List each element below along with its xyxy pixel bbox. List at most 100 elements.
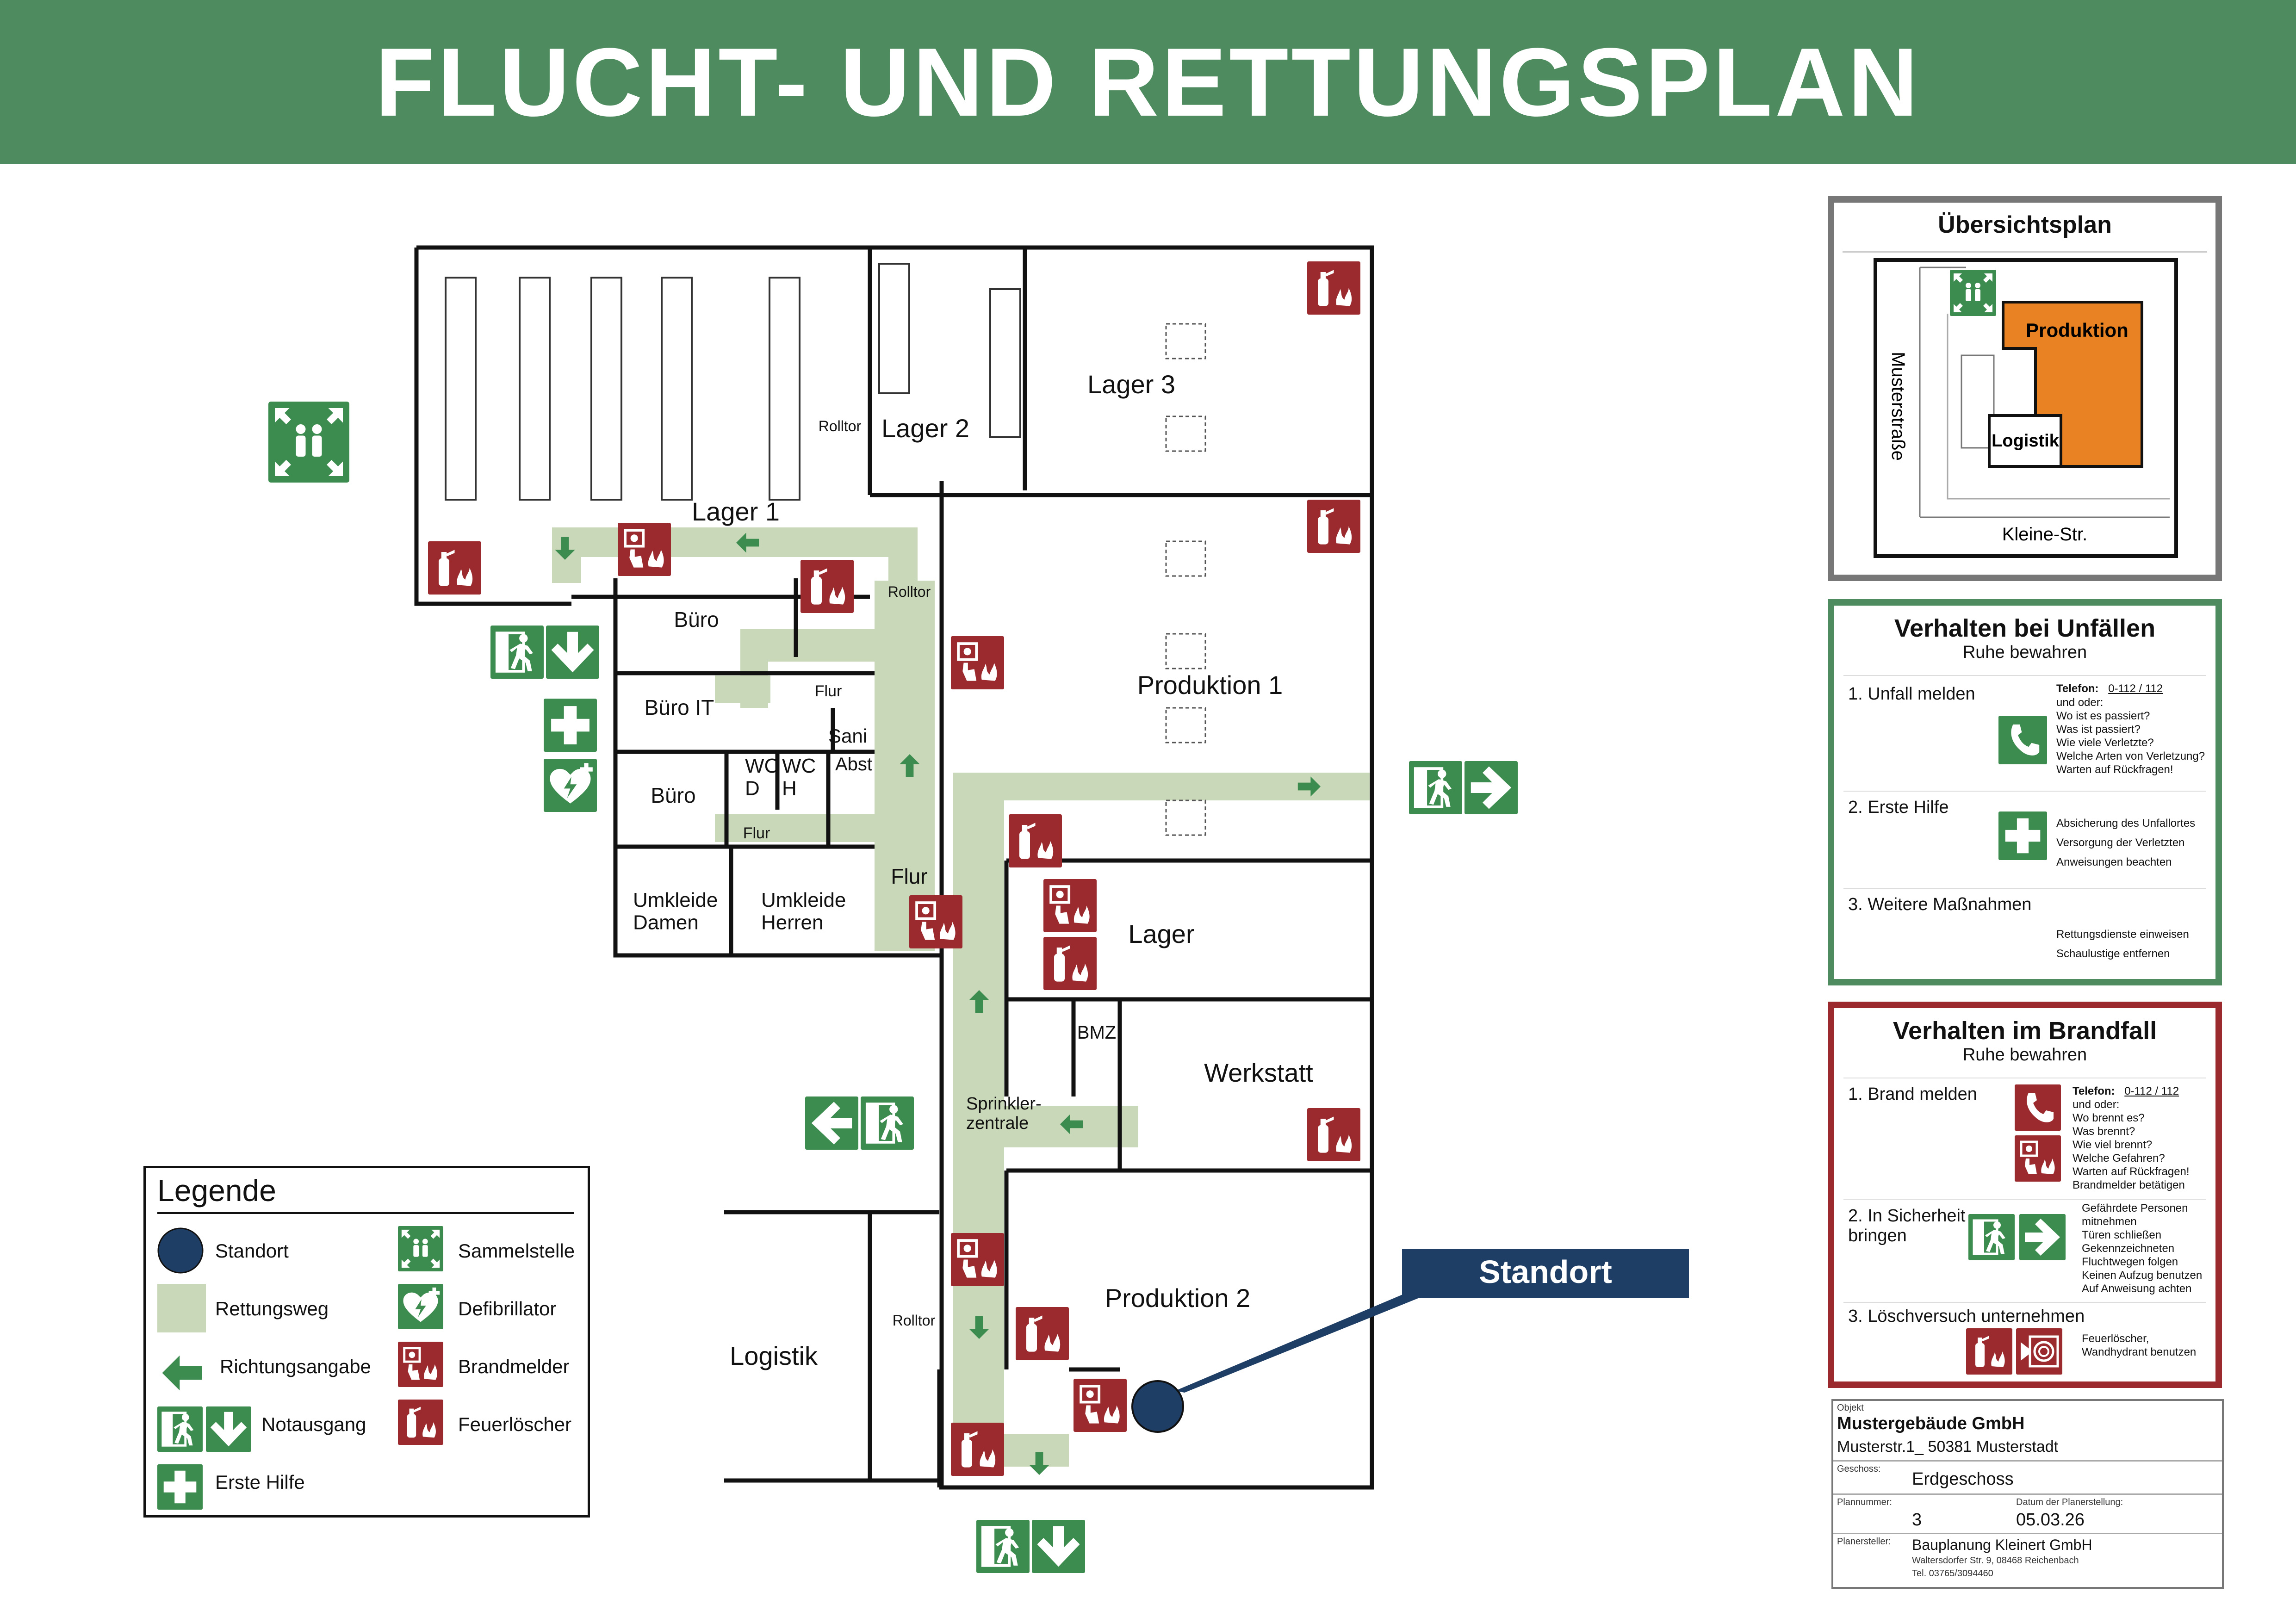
overview-street-vertical: Musterstraße — [1888, 352, 1908, 461]
detail-line: und oder: — [2073, 1098, 2120, 1111]
fire-phone: 0-112 / 112 — [2124, 1085, 2179, 1097]
title-banner: FLUCHT- UND RETTUNGSPLAN — [0, 0, 2296, 164]
legend-direction-icon — [162, 1355, 202, 1391]
detail-line: Wandhydrant benutzen — [2082, 1346, 2197, 1358]
tb-planersteller-address: Waltersdorfer Str. 9, 08468 Reichenbach — [1912, 1555, 2079, 1566]
overview-street-horizontal: Kleine-Str. — [2002, 524, 2088, 545]
alarm-icon — [909, 895, 962, 948]
detail-line: Auf Anweisung achten — [2082, 1282, 2192, 1295]
legend-assembly-icon — [398, 1226, 443, 1271]
emergency-exit-icon — [976, 1520, 1030, 1573]
extinguisher-icon — [1016, 1307, 1069, 1360]
legend-title: Legende — [157, 1173, 276, 1208]
detail-line: Wie viele Verletzte? — [2056, 737, 2154, 749]
fire-step1-details: und oder:Wo brennt es?Was brennt?Wie vie… — [2073, 1098, 2190, 1192]
room-label-rolltor1: Rolltor — [819, 418, 862, 434]
room-label-logistik: Logistik — [730, 1341, 818, 1370]
overview-assembly-icon — [1950, 270, 1996, 316]
emergency-exit-icon — [1968, 1214, 2015, 1260]
phone-icon — [2015, 1084, 2061, 1131]
tb-planersteller: Bauplanung Kleinert GmbH — [1912, 1536, 2092, 1553]
accident-phone-label: Telefon: — [2056, 682, 2099, 695]
phone-icon — [1998, 716, 2047, 764]
detail-line: Türen schließen — [2082, 1229, 2162, 1241]
legend-arrow-down-icon — [206, 1406, 251, 1452]
overview-map: Produktion Logistik Musterstraße Kleine-… — [1874, 258, 2178, 558]
alarm-icon — [951, 1233, 1004, 1286]
defibrillator-icon — [544, 759, 597, 812]
room-label-abst: Abst — [835, 754, 872, 774]
room-label-flur-small1: Flur — [815, 682, 842, 700]
detail-line: und oder: — [2056, 696, 2104, 709]
detail-line: Wo brennt es? — [2073, 1112, 2145, 1124]
extinguisher-icon — [1307, 1108, 1360, 1161]
fire-subtitle: Ruhe bewahren — [1962, 1045, 2087, 1065]
room-label-lager: Lager — [1128, 919, 1194, 948]
tb-plannummer: 3 — [1912, 1510, 1922, 1530]
alarm-icon — [951, 636, 1004, 689]
accident-step3: 3. Weitere Maßnahmen — [1848, 895, 2032, 914]
alarm-icon — [1074, 1379, 1127, 1432]
detail-line: Gefährdete Personen — [2082, 1202, 2188, 1214]
room-label-flur-small2: Flur — [743, 824, 770, 842]
room-label-buero-it: Büro IT — [645, 695, 714, 719]
legend-panel: Legende Standort Rettungsweg Richtungsan… — [143, 1166, 590, 1518]
tb-objekt-label: Objekt — [1837, 1403, 1864, 1413]
arrow-right-icon — [1464, 761, 1518, 814]
tb-planersteller-label: Planersteller: — [1837, 1536, 1891, 1547]
tb-company: Mustergebäude GmbH — [1837, 1414, 2025, 1433]
legend-label-route: Rettungsweg — [215, 1298, 329, 1319]
accident-step1: 1. Unfall melden — [1848, 684, 1975, 704]
legend-label-assembly: Sammelstelle — [458, 1240, 575, 1262]
arrow-down-icon — [1032, 1520, 1085, 1573]
fire-step3-details: Feuerlöscher,Wandhydrant benutzen — [2082, 1332, 2196, 1359]
room-label-produktion2: Produktion 2 — [1105, 1283, 1250, 1313]
legend-label-first-aid: Erste Hilfe — [215, 1471, 305, 1493]
tb-geschoss-label: Geschoss: — [1837, 1464, 1881, 1474]
detail-line: Schaulustige entfernen — [2056, 948, 2170, 960]
detail-line: Fluchtwegen folgen — [2082, 1256, 2178, 1268]
room-label-bmz: BMZ — [1077, 1022, 1116, 1043]
legend-extinguisher-icon — [398, 1400, 443, 1445]
extinguisher-icon — [1307, 261, 1360, 315]
page-title: FLUCHT- UND RETTUNGSPLAN — [375, 27, 1921, 136]
detail-line: Was brennt? — [2073, 1125, 2135, 1138]
legend-exit-icon — [157, 1406, 203, 1452]
shelves — [445, 263, 1021, 501]
room-label-buero1: Büro — [674, 607, 719, 632]
accident-step2: 2. Erste Hilfe — [1848, 798, 1949, 817]
extinguisher-icon — [951, 1423, 1004, 1476]
columns — [1165, 323, 1206, 836]
legend-aed-icon — [398, 1284, 443, 1329]
legend-label-extinguisher: Feuerlöscher — [458, 1413, 572, 1435]
emergency-exit-icon — [490, 626, 544, 679]
overview-produktion: Produktion — [2026, 319, 2128, 341]
fire-step2: 2. In Sicherheit bringen — [1848, 1206, 1966, 1245]
extinguisher-icon — [1009, 814, 1062, 867]
hydrant-icon — [2016, 1328, 2062, 1375]
detail-line: Welche Gefahren? — [2073, 1152, 2165, 1165]
alarm-icon — [618, 523, 671, 576]
detail-line: Gekennzeichneten — [2082, 1242, 2175, 1255]
extinguisher-icon — [1966, 1328, 2012, 1375]
extinguisher-icon — [428, 541, 481, 595]
extinguisher-icon — [1307, 500, 1360, 553]
detail-line: Warten auf Rückfragen! — [2073, 1165, 2190, 1178]
detail-line: Keinen Aufzug benutzen — [2082, 1269, 2203, 1282]
assembly-point-icon — [268, 402, 349, 483]
tb-geschoss: Erdgeschoss — [1912, 1469, 2014, 1489]
room-label-rolltor2: Rolltor — [888, 583, 931, 600]
detail-line: Anweisungen beachten — [2056, 856, 2172, 868]
room-label-lager1: Lager 1 — [692, 497, 780, 526]
overview-logistik: Logistik — [1992, 431, 2060, 451]
tb-address: Musterstr.1_ 50381 Musterstadt — [1837, 1438, 2059, 1456]
fire-phone-label: Telefon: — [2073, 1085, 2115, 1097]
detail-line: Welche Arten von Verletzung? — [2056, 750, 2205, 762]
first-aid-icon — [1998, 812, 2047, 860]
accident-subtitle: Ruhe bewahren — [1962, 643, 2087, 662]
room-label-sprinkler: Sprinkler-zentrale — [966, 1094, 1042, 1133]
extinguisher-icon — [1043, 937, 1097, 990]
